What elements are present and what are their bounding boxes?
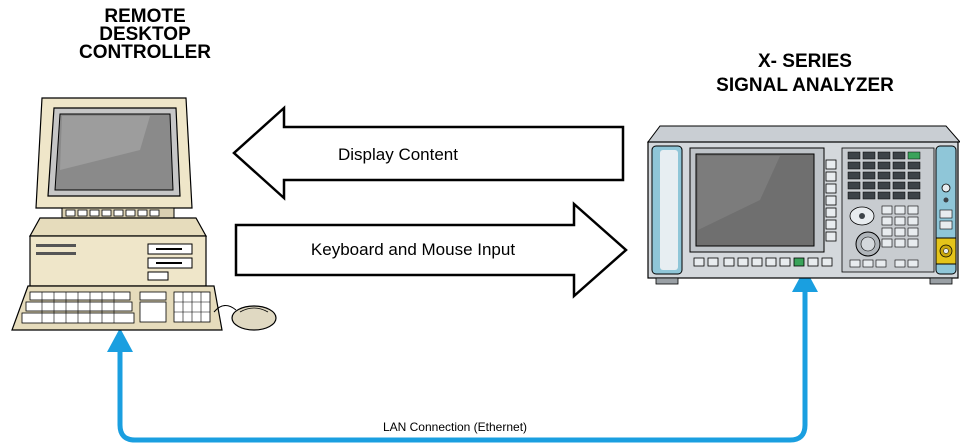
lan-arrowhead-right bbox=[792, 268, 818, 292]
display-content-arrow bbox=[232, 105, 625, 201]
analyzer-title: X- SERIES SIGNAL ANALYZER bbox=[680, 50, 930, 98]
controller-title: REMOTE DESKTOP CONTROLLER bbox=[60, 6, 230, 63]
lan-connection-line bbox=[117, 290, 808, 443]
desktop-computer-icon bbox=[11, 97, 277, 331]
controller-title-line-1: REMOTE bbox=[104, 6, 186, 27]
lan-connection-label: LAN Connection (Ethernet) bbox=[383, 420, 527, 434]
keyboard-mouse-label: Keyboard and Mouse Input bbox=[311, 240, 515, 259]
controller-title-line-3: CONTROLLER bbox=[79, 42, 211, 63]
display-content-label: Display Content bbox=[338, 145, 458, 164]
analyzer-title-line-1: X- SERIES bbox=[758, 51, 852, 72]
lan-arrowhead-left bbox=[107, 328, 133, 352]
signal-analyzer-icon bbox=[647, 125, 960, 285]
controller-title-line-2: DESKTOP bbox=[99, 24, 191, 45]
keyboard-mouse-arrow bbox=[234, 201, 628, 299]
analyzer-title-line-2: SIGNAL ANALYZER bbox=[716, 75, 894, 96]
